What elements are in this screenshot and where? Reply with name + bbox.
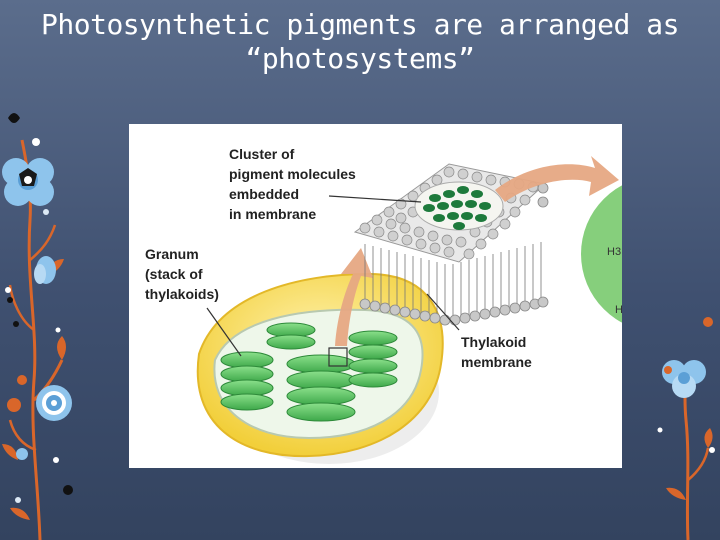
granum-leader-line — [206, 307, 242, 357]
zoom-arrow — [335, 248, 373, 346]
zoom-box — [328, 347, 348, 367]
label-line: in membrane — [229, 206, 317, 222]
inset-circle — [581, 185, 622, 323]
label-line: thylakoids) — [145, 286, 219, 302]
label-line: embedded — [229, 186, 300, 202]
label-granum: Granum (stack of thylakoids) — [145, 244, 219, 304]
label-line: (stack of — [145, 266, 203, 282]
thylakoid-photosystem-figure: Cluster of pigment molecules embedded in… — [129, 124, 622, 468]
thylakoid-leader-line — [426, 293, 460, 331]
chloroplast — [196, 272, 444, 464]
title-line-1: Photosynthetic pigments are arranged as — [41, 8, 679, 41]
granum-stack-center — [286, 354, 356, 422]
granum-stack-right — [348, 330, 398, 388]
granum-stack-top — [266, 322, 316, 350]
flower-vine-right-decoration — [657, 317, 715, 540]
cropped-text-fragment: H — [615, 304, 622, 316]
slide-title: Photosynthetic pigments are arranged as … — [0, 8, 720, 76]
label-line: membrane — [461, 354, 532, 370]
pigment-molecules — [423, 186, 491, 230]
label-line: Thylakoid — [461, 334, 527, 350]
label-line: Cluster of — [229, 146, 295, 162]
label-line: pigment molecules — [229, 166, 356, 182]
cluster-leader-line — [328, 195, 422, 203]
granum-stack-left — [220, 351, 274, 411]
label-line: Granum — [145, 246, 199, 262]
figure-illustration — [196, 156, 622, 464]
label-cluster-of-pigment-molecules: Cluster of pigment molecules embedded in… — [229, 144, 356, 224]
flower-vine-left-decoration — [2, 113, 73, 540]
title-line-2: “photosystems” — [245, 42, 475, 75]
cropped-text-fragment: H3 — [607, 246, 622, 258]
label-thylakoid-membrane: Thylakoid membrane — [461, 332, 532, 372]
inset-arrow — [495, 156, 619, 202]
